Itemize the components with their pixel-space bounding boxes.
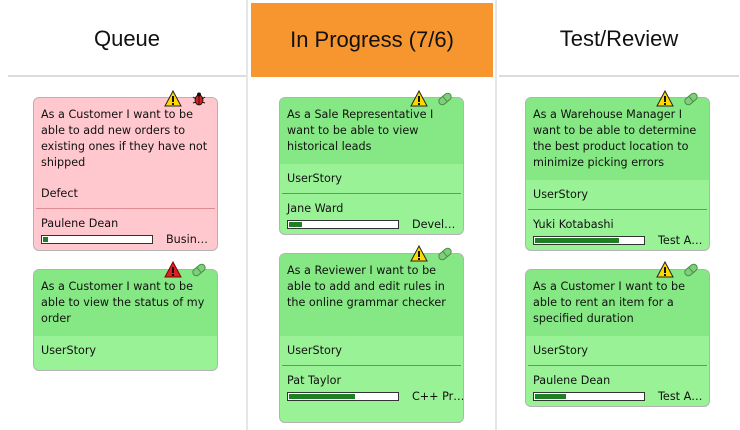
card-owner: Paulene Dean	[41, 217, 119, 230]
progress-bar	[533, 392, 645, 401]
column-header-queue[interactable]: Queue	[8, 3, 246, 77]
progress-fill	[289, 222, 303, 227]
pill-icon	[438, 247, 452, 261]
warning-icon	[410, 90, 428, 107]
warning-icon	[410, 245, 428, 262]
task-card[interactable]: As a Reviewer I want to be able to add a…	[279, 253, 464, 423]
card-divider	[36, 208, 215, 209]
progress-bar	[287, 392, 399, 401]
card-type: UserStory	[287, 344, 343, 357]
column-header-in-progress[interactable]: In Progress (7/6)	[251, 3, 493, 77]
card-story: As a Customer I want to be able to rent …	[526, 270, 709, 336]
card-story: As a Customer I want to be able to view …	[34, 270, 217, 336]
card-divider	[528, 365, 707, 366]
error-icon	[164, 261, 182, 278]
column-header-test-review[interactable]: Test/Review	[499, 3, 739, 77]
progress-bar	[533, 236, 645, 245]
card-owner: Pat Taylor	[287, 374, 342, 387]
card-owner: Paulene Dean	[533, 374, 611, 387]
card-tag: Devel…	[412, 218, 456, 231]
progress-bar	[287, 220, 399, 229]
progress-fill	[289, 394, 356, 399]
card-type: UserStory	[533, 188, 589, 201]
card-owner: Yuki Kotabashi	[533, 218, 614, 231]
card-story: As a Sale Representative I want to be ab…	[280, 98, 463, 164]
card-story: As a Reviewer I want to be able to add a…	[280, 254, 463, 336]
task-card[interactable]: As a Sale Representative I want to be ab…	[279, 97, 464, 235]
card-tag: Busin…	[166, 233, 208, 246]
pill-icon	[192, 263, 206, 277]
card-owner: Jane Ward	[287, 202, 344, 215]
card-divider	[282, 193, 461, 194]
card-type: UserStory	[287, 172, 343, 185]
card-type: Defect	[41, 187, 78, 200]
task-card[interactable]: As a Warehouse Manager I want to be able…	[525, 97, 710, 251]
pill-icon	[684, 92, 698, 106]
card-tag: Test A…	[658, 234, 703, 247]
card-type: UserStory	[41, 344, 97, 357]
column-divider	[495, 0, 497, 430]
card-story: As a Warehouse Manager I want to be able…	[526, 98, 709, 180]
progress-fill	[43, 237, 48, 242]
task-card[interactable]: As a Customer I want to be able to rent …	[525, 269, 710, 407]
column-divider	[246, 0, 248, 430]
task-card[interactable]: As a Customer I want to be able to add n…	[33, 97, 218, 251]
card-tag: Test A…	[658, 390, 703, 403]
card-tag: C++ Pr…	[412, 390, 464, 403]
warning-icon	[164, 90, 182, 107]
bug-icon	[192, 92, 206, 106]
progress-bar	[41, 235, 153, 244]
card-story: As a Customer I want to be able to add n…	[34, 98, 217, 178]
card-type: UserStory	[533, 344, 589, 357]
warning-icon	[656, 261, 674, 278]
progress-fill	[535, 238, 619, 243]
warning-icon	[656, 90, 674, 107]
progress-fill	[535, 394, 566, 399]
card-divider	[282, 365, 461, 366]
pill-icon	[438, 92, 452, 106]
pill-icon	[684, 263, 698, 277]
task-card[interactable]: As a Customer I want to be able to view …	[33, 269, 218, 371]
card-divider	[528, 209, 707, 210]
